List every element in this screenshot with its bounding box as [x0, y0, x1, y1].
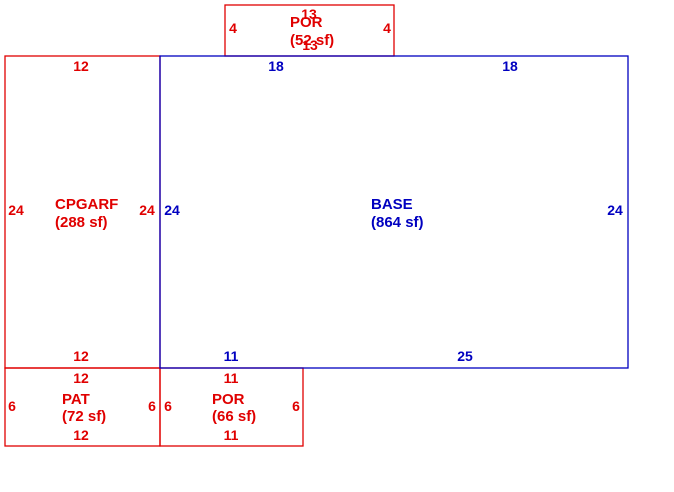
- cpgarf-area: (288 sf): [55, 214, 108, 231]
- por-top-dim-right: 4: [383, 20, 391, 36]
- por-bottom-dim-top: 11: [224, 370, 239, 386]
- cpgarf-dim-right: 24: [139, 202, 155, 218]
- base-dim-bottom-right: 25: [457, 348, 473, 364]
- por-top-name: POR: [290, 14, 323, 31]
- por-bottom-name: POR: [212, 391, 245, 408]
- pat-dim-bottom: 12: [73, 427, 89, 443]
- pat-dim-top: 12: [73, 370, 89, 386]
- base-dim-top-right: 18: [502, 58, 518, 74]
- cpgarf-name: CPGARF: [55, 196, 118, 213]
- por-bottom-dim-bottom: 11: [224, 427, 239, 443]
- cpgarf-dim-left: 24: [8, 202, 24, 218]
- base-name: BASE: [371, 196, 413, 213]
- cpgarf-dim-top: 12: [73, 58, 89, 74]
- base-outline: [159, 55, 629, 369]
- base-dim-top-left: 18: [268, 58, 284, 74]
- pat-dim-right: 6: [148, 398, 156, 414]
- por-top-dim-left: 4: [229, 20, 237, 36]
- por-bottom-dim-right: 6: [292, 398, 300, 414]
- pat-area: (72 sf): [62, 408, 106, 425]
- por-bottom-dim-left: 6: [164, 398, 172, 414]
- pat-name: PAT: [62, 391, 90, 408]
- por-bottom-area: (66 sf): [212, 408, 256, 425]
- por-top-area: (52 sf): [290, 32, 334, 49]
- base-dim-right: 24: [607, 202, 623, 218]
- cpgarf-dim-bottom: 12: [73, 348, 89, 364]
- base-dim-bottom-left: 11: [224, 348, 239, 364]
- por-top-dim-bottom: 13: [302, 37, 318, 53]
- base-area: (864 sf): [371, 214, 424, 231]
- base-dim-left: 24: [164, 202, 180, 218]
- pat-dim-left: 6: [8, 398, 16, 414]
- por-top-dim-top: 13: [301, 6, 317, 22]
